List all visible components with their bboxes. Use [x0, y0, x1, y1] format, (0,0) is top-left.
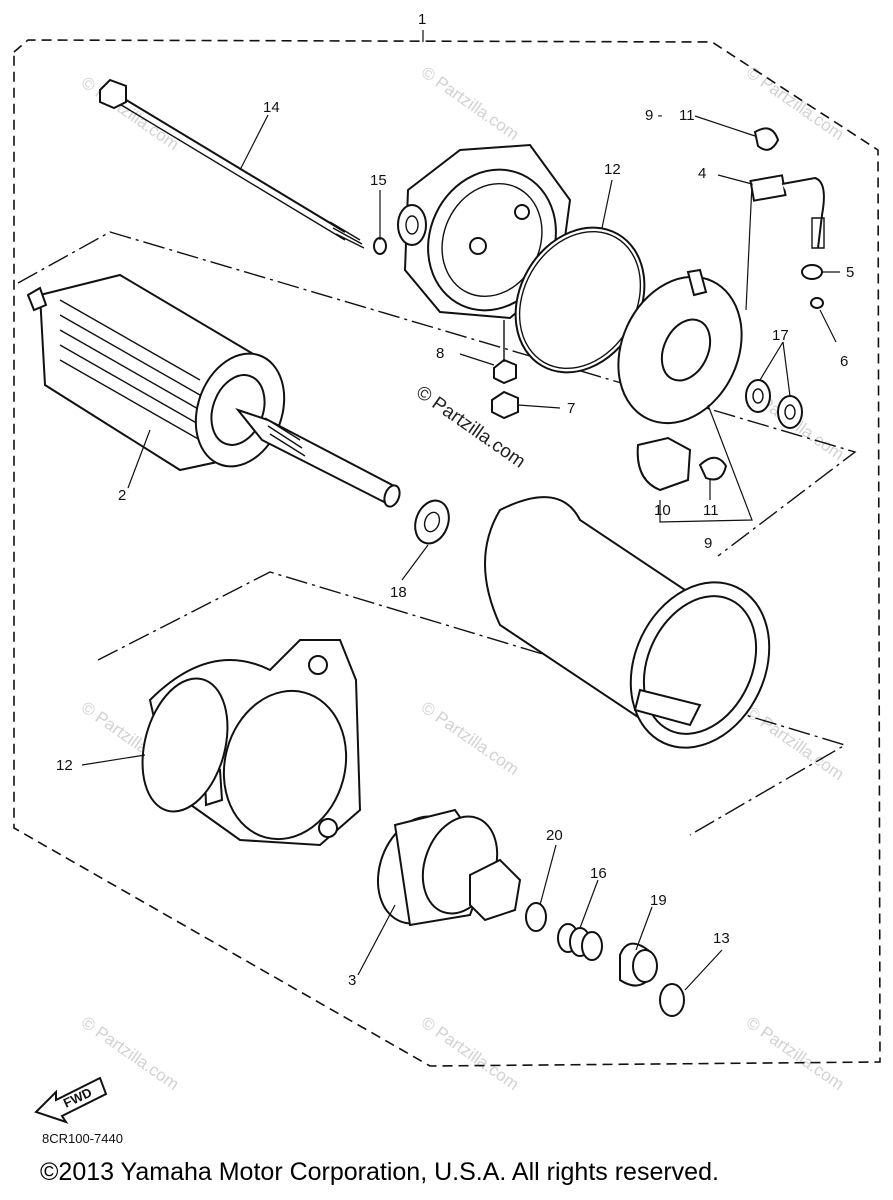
drawing-code: 8CR100-7440: [42, 1131, 123, 1146]
callout-14: 14: [263, 99, 280, 116]
callout-9-bracket: 9 -: [645, 107, 663, 124]
callout-17: 17: [772, 327, 789, 344]
upper-reference-plane: [17, 231, 857, 557]
circlip-20: [525, 902, 547, 932]
nut: [493, 358, 517, 385]
watermark: © Partzilla.com: [743, 703, 848, 784]
callout-6: 6: [840, 353, 848, 370]
copyright-notice: ©2013 Yamaha Motor Corporation, U.S.A. A…: [40, 1158, 719, 1186]
callout-3: 3: [348, 972, 356, 989]
callout-15: 15: [370, 172, 387, 189]
through-bolt: [99, 78, 365, 249]
watermark: © Partzilla.com: [418, 698, 523, 779]
callout-11-top: 11: [679, 107, 695, 124]
callout-11-lower: 11: [703, 502, 719, 519]
callout-1: 1: [418, 11, 426, 28]
callout-16: 16: [590, 865, 607, 882]
watermark: © Partzilla.com: [743, 1013, 848, 1094]
washer-17a-hole: [752, 388, 764, 404]
washer-17a: [745, 379, 771, 413]
assembly-boundary: [13, 39, 881, 1067]
callout-12-lower: 12: [56, 757, 73, 774]
brush-holder: [636, 436, 692, 492]
callout-5: 5: [846, 264, 854, 281]
starter-clutch: [376, 808, 522, 927]
callout-13: 13: [713, 930, 730, 947]
spring-16: [557, 923, 603, 961]
callout-19: 19: [650, 892, 667, 909]
callout-10: 10: [654, 502, 671, 519]
callout-20: 20: [546, 827, 563, 844]
brush-spring: [698, 456, 728, 481]
washer: [801, 264, 823, 280]
o-ring-small: [373, 237, 387, 255]
circlip-13: [659, 983, 685, 1017]
washer-18: [414, 499, 450, 545]
lead-wire: [749, 174, 825, 249]
leader-lines: [81, 114, 840, 991]
collar-19: [619, 942, 658, 987]
callout-4: 4: [698, 165, 706, 182]
callout-2: 2: [118, 487, 126, 504]
callout-12-top: 12: [604, 161, 621, 178]
spring-clip-top: [753, 127, 780, 151]
washer-18-hole: [423, 511, 441, 533]
watermark: © Partzilla.com: [78, 73, 183, 154]
watermark: © Partzilla.com: [418, 1013, 523, 1094]
watermark: © Partzilla.com: [418, 63, 523, 144]
callout-9-lower: 9: [704, 535, 712, 552]
washer-17b: [777, 395, 803, 429]
brush-plate: [617, 268, 743, 425]
armature: [26, 273, 401, 508]
callout-8: 8: [436, 345, 444, 362]
callout-7: 7: [567, 400, 575, 417]
callout-18: 18: [390, 584, 407, 601]
o-ring-lower: [141, 677, 229, 813]
o-ring: [810, 297, 824, 309]
washer-17b-hole: [784, 404, 796, 420]
yoke: [484, 496, 771, 749]
washer-nut: [491, 390, 519, 420]
fwd-arrow-icon: FWD: [34, 1076, 108, 1124]
